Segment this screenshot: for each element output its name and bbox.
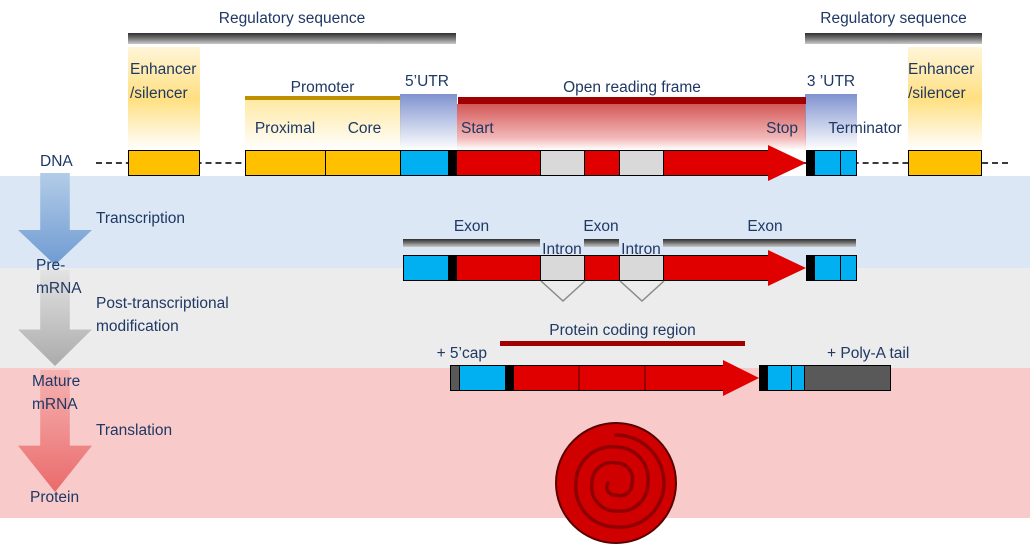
enhancer-right-callout xyxy=(908,47,982,150)
orf-callout xyxy=(457,104,806,150)
orf-bar xyxy=(458,97,806,104)
protein-illustration xyxy=(555,422,677,544)
dna-exon2-box xyxy=(584,150,620,176)
premrna-exon3-box xyxy=(663,255,769,281)
exon-junction-2 xyxy=(644,366,646,390)
pre-mrna-line1: Pre- xyxy=(36,257,66,274)
dna-promoter-proximal-box xyxy=(245,150,326,176)
dna-intron2-box xyxy=(619,150,664,176)
mature-line2: mRNA xyxy=(32,396,78,413)
dna-utr3-box xyxy=(814,150,841,176)
post-line2: modification xyxy=(96,318,179,335)
exon3-bar xyxy=(663,239,856,247)
regulatory-left-label: Regulatory sequence xyxy=(218,10,366,27)
mature-poly-a-box xyxy=(804,365,891,391)
premrna-arrowhead xyxy=(768,250,806,286)
start-label: Start xyxy=(461,120,494,137)
dna-enhancer-left-box xyxy=(128,150,200,176)
exon1-bar xyxy=(403,239,540,247)
protein-coding-region-label: Protein coding region xyxy=(549,322,696,339)
protein-coding-region-bar xyxy=(500,341,745,346)
enhancer-left-line2: /silencer xyxy=(130,85,188,102)
terminator-label: Terminator xyxy=(828,120,902,137)
dna-molecule xyxy=(0,145,1030,181)
premrna-intron2-box xyxy=(619,255,664,281)
dna-enhancer-right-box xyxy=(908,150,982,176)
premrna-exon2-box xyxy=(584,255,620,281)
exon2-label: Exon xyxy=(583,218,619,235)
exon-junction-1 xyxy=(578,366,580,390)
post-line1: Post-transcriptional xyxy=(96,295,229,312)
regulatory-right-label: Regulatory sequence xyxy=(820,10,967,27)
enhancer-right-line2: /silencer xyxy=(908,85,966,102)
intron1-label: Intron xyxy=(542,241,582,258)
dna-exon3-box xyxy=(663,150,769,176)
splice-marks xyxy=(540,280,665,303)
enhancer-left-line1: Enhancer xyxy=(130,61,197,78)
premrna-utr5-box xyxy=(403,255,449,281)
core-label: Core xyxy=(347,120,382,137)
poly-a-label: + Poly-A tail xyxy=(827,345,910,362)
enhancer-right-line1: Enhancer xyxy=(908,61,975,78)
intron2-label: Intron xyxy=(621,241,661,258)
dna-stage-label: DNA xyxy=(40,153,73,170)
utr5-callout xyxy=(400,94,457,150)
regulatory-bar-right xyxy=(805,33,982,44)
premrna-terminator-box xyxy=(840,255,857,281)
premrna-intron1-box xyxy=(540,255,585,281)
dna-intron1-box xyxy=(540,150,585,176)
exon1-label: Exon xyxy=(453,218,490,235)
promoter-label: Promoter xyxy=(290,79,355,96)
exon2-bar xyxy=(584,239,619,247)
mature-mrna-stage-label: Mature mRNA xyxy=(32,370,80,416)
promoter-bar xyxy=(245,96,400,100)
translation-band xyxy=(0,368,1030,518)
mature-coding-box xyxy=(513,365,724,391)
enhancer-right-label: Enhancer /silencer xyxy=(908,58,974,106)
pre-mrna-line2: mRNA xyxy=(36,280,82,297)
modification-band xyxy=(0,268,1030,368)
enhancer-left-callout xyxy=(128,47,200,150)
premrna-utr3-box xyxy=(814,255,841,281)
mature-mrna-molecule xyxy=(0,360,1030,396)
dna-exon1-box xyxy=(456,150,541,176)
exon3-label: Exon xyxy=(747,218,783,235)
mature-utr3-box xyxy=(767,365,792,391)
dna-orf-arrowhead xyxy=(768,145,806,181)
utr3-label: 3 ’UTR xyxy=(806,73,856,90)
protein-stage-label: Protein xyxy=(30,489,80,506)
dna-utr5-box xyxy=(400,150,449,176)
cap-label: + 5’cap xyxy=(436,345,487,362)
post-transcriptional-label: Post-transcriptional modification xyxy=(96,292,229,338)
stop-label: Stop xyxy=(766,120,798,137)
regulatory-bar-left xyxy=(128,33,456,44)
utr3-callout xyxy=(805,94,857,150)
premrna-exon1-box xyxy=(456,255,541,281)
transcription-band xyxy=(0,176,1030,268)
translation-label: Translation xyxy=(96,422,173,439)
utr5-label: 5’UTR xyxy=(405,73,449,90)
mature-arrowhead xyxy=(723,360,759,396)
dna-terminator-box xyxy=(840,150,857,176)
mature-terminator-box xyxy=(791,365,805,391)
orf-label: Open reading frame xyxy=(563,79,701,96)
mature-line1: Mature xyxy=(32,373,81,390)
dna-promoter-core-box xyxy=(325,150,401,176)
enhancer-left-label: Enhancer /silencer xyxy=(130,58,196,106)
mature-utr5-box xyxy=(459,365,506,391)
pre-mrna-stage-label: Pre- mRNA xyxy=(36,254,82,300)
promoter-callout xyxy=(245,100,401,150)
proximal-label: Proximal xyxy=(254,120,316,137)
pre-mrna-molecule xyxy=(0,250,1030,286)
transcription-label: Transcription xyxy=(96,210,186,227)
